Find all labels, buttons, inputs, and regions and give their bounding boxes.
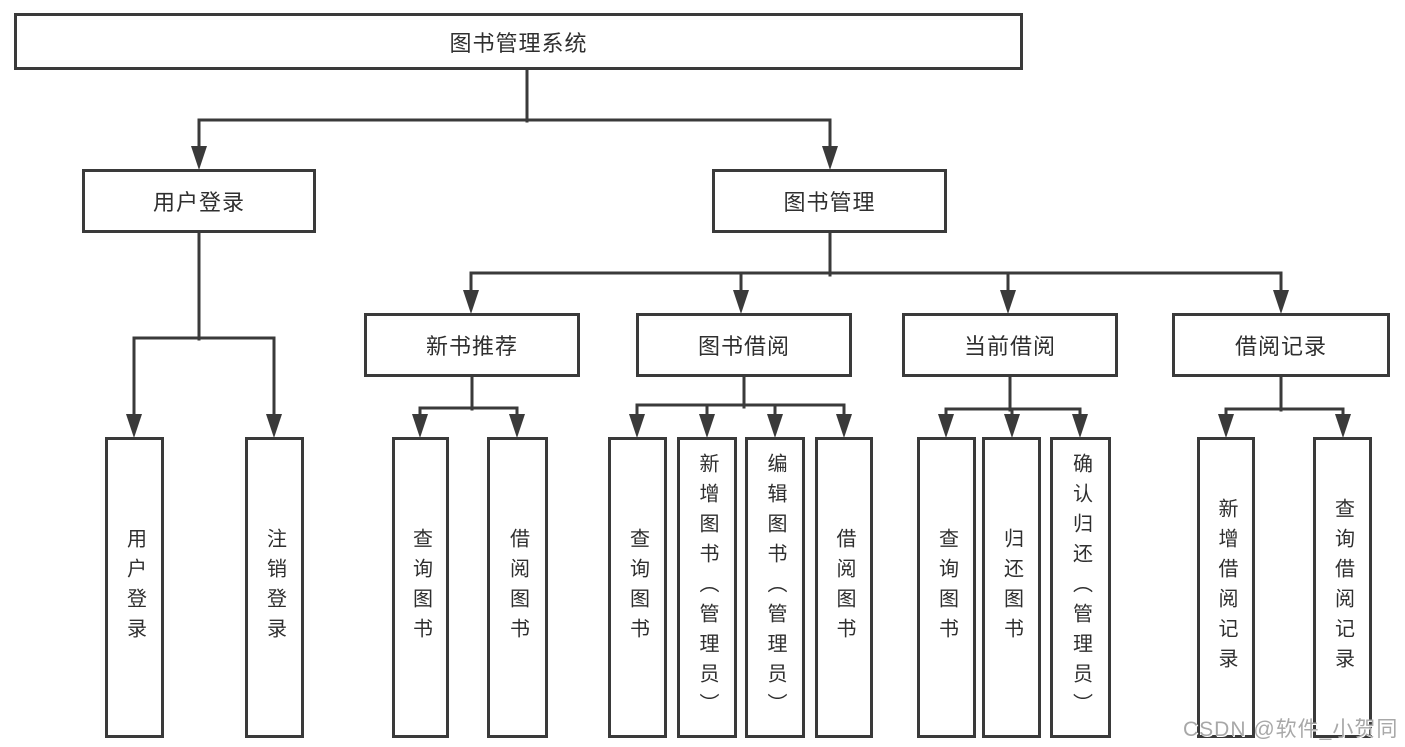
node-book-management-label: 图书管理 — [783, 190, 876, 215]
arrowhead-icon — [699, 414, 715, 438]
leaf-user-login: 用户登录 — [105, 437, 164, 738]
leaf-newrec-borrow-books: 借阅图书 — [487, 437, 548, 738]
node-current-borrowing-label: 当前借阅 — [963, 334, 1056, 359]
leaf-borrow-edit-books-admin-label: 编辑图书（管理员） — [764, 452, 786, 723]
leaf-newrec-borrow-books-label: 借阅图书 — [506, 527, 529, 648]
leaf-current-return-books-label: 归还图书 — [1000, 527, 1023, 648]
arrowhead-icon — [509, 414, 525, 438]
arrowhead-icon — [1000, 290, 1016, 314]
arrowhead-icon — [1218, 414, 1234, 438]
node-new-book-recommend-label: 新书推荐 — [425, 334, 518, 359]
leaf-borrow-borrow-books: 借阅图书 — [815, 437, 873, 738]
leaf-newrec-query-books-label: 查询图书 — [409, 527, 432, 648]
node-user-login: 用户登录 — [82, 169, 316, 233]
watermark: CSDN @软件_小贺同学 — [1183, 718, 1399, 741]
arrowhead-icon — [938, 414, 954, 438]
leaf-current-confirm-return-admin: 确认归还（管理员） — [1050, 437, 1111, 738]
leaf-borrow-query-books: 查询图书 — [608, 437, 667, 738]
leaf-user-login-label: 用户登录 — [123, 527, 146, 648]
leaf-borrow-edit-books-admin: 编辑图书（管理员） — [745, 437, 805, 738]
leaf-current-query-books-label: 查询图书 — [935, 527, 958, 648]
leaf-current-return-books: 归还图书 — [982, 437, 1041, 738]
arrowhead-icon — [463, 290, 479, 314]
leaf-borrow-add-books-admin: 新增图书（管理员） — [677, 437, 737, 738]
arrowhead-icon — [836, 414, 852, 438]
arrowhead-icon — [629, 414, 645, 438]
arrowhead-icon — [1072, 414, 1088, 438]
node-root: 图书管理系统 — [14, 13, 1023, 70]
leaf-records-query-record: 查询借阅记录 — [1313, 437, 1372, 738]
leaf-logout-label: 注销登录 — [263, 527, 286, 648]
node-root-label: 图书管理系统 — [449, 30, 588, 56]
leaf-records-add-record-label: 新增借阅记录 — [1215, 497, 1237, 678]
leaf-borrow-add-books-admin-label: 新增图书（管理员） — [696, 452, 718, 723]
leaf-records-add-record: 新增借阅记录 — [1197, 437, 1255, 738]
node-borrowing-records-label: 借阅记录 — [1234, 334, 1327, 359]
node-user-login-label: 用户登录 — [152, 190, 245, 215]
arrowhead-icon — [767, 414, 783, 438]
leaf-borrow-query-books-label: 查询图书 — [626, 527, 649, 648]
leaf-logout: 注销登录 — [245, 437, 304, 738]
arrowhead-icon — [126, 414, 142, 438]
node-new-book-recommend: 新书推荐 — [364, 313, 580, 377]
node-book-management: 图书管理 — [712, 169, 947, 233]
arrowhead-icon — [733, 290, 749, 314]
arrowhead-icon — [1273, 290, 1289, 314]
leaf-current-confirm-return-admin-label: 确认归还（管理员） — [1069, 452, 1092, 723]
leaf-current-query-books: 查询图书 — [917, 437, 976, 738]
arrowhead-icon — [412, 414, 428, 438]
leaf-borrow-borrow-books-label: 借阅图书 — [833, 527, 855, 648]
node-book-borrowing: 图书借阅 — [636, 313, 852, 377]
leaf-newrec-query-books: 查询图书 — [392, 437, 449, 738]
arrowhead-icon — [266, 414, 282, 438]
node-book-borrowing-label: 图书借阅 — [697, 334, 790, 359]
arrowhead-icon — [822, 146, 838, 170]
leaf-records-query-record-label: 查询借阅记录 — [1331, 497, 1354, 678]
arrowhead-icon — [191, 146, 207, 170]
arrowhead-icon — [1335, 414, 1351, 438]
node-borrowing-records: 借阅记录 — [1172, 313, 1390, 377]
arrowhead-icon — [1004, 414, 1020, 438]
node-current-borrowing: 当前借阅 — [902, 313, 1118, 377]
